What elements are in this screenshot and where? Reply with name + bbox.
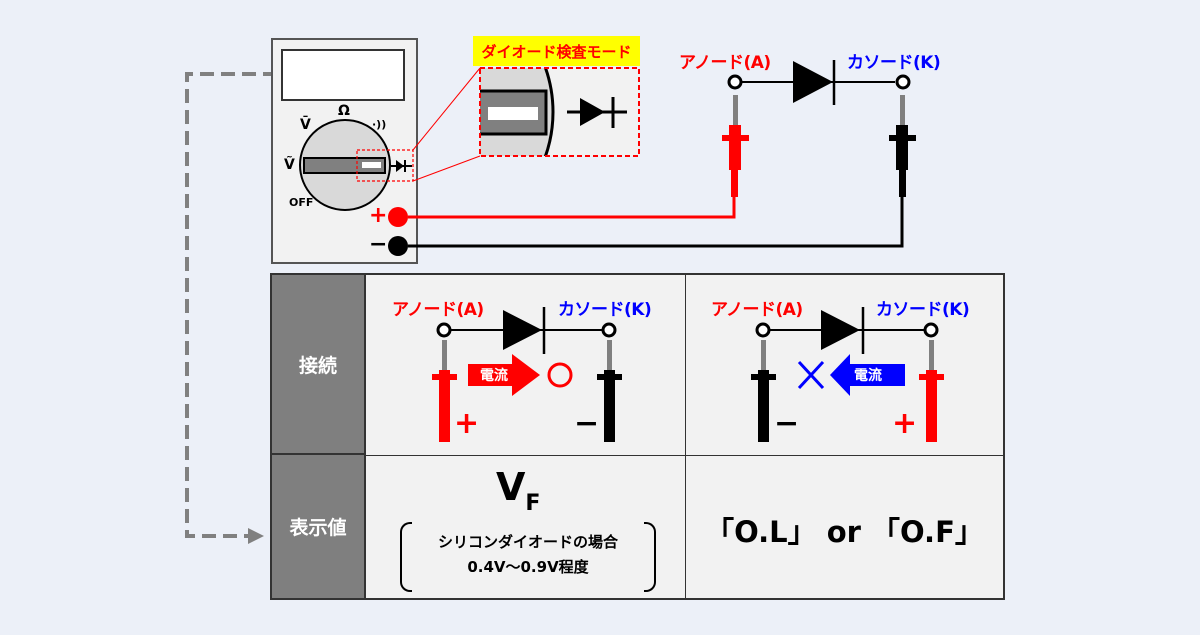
vf-symbol: VF (496, 467, 540, 524)
column-divider (685, 275, 686, 598)
left-paren (400, 522, 412, 592)
fwd-plus-sign: + (454, 406, 480, 441)
overload-display: 「O.L」 or 「O.F」 (705, 515, 984, 549)
diode-mode-icon (391, 160, 412, 172)
continuity-label: ·)) (372, 118, 387, 131)
minus-terminal (388, 236, 408, 256)
ac-volt-label: Ṽ (284, 157, 295, 173)
callout-zoom-box (479, 67, 640, 157)
vf-main: V (496, 465, 526, 509)
callout-line-top (412, 67, 481, 151)
fwd-anode-label: アノード(A) (392, 300, 484, 320)
fwd-cathode-label: カソード(K) (558, 300, 652, 320)
black-lead-wire (408, 197, 904, 248)
diode-mode-title: ダイオード検査モード (473, 36, 640, 66)
red-lead-wire (408, 197, 736, 219)
rev-current-label: 電流 (854, 368, 882, 384)
plus-terminal (388, 207, 408, 227)
current-arrow-right (468, 354, 540, 396)
rev-minus-sign: − (774, 406, 800, 441)
forward-circuit (432, 307, 622, 442)
red-probe (722, 95, 749, 197)
callout-line-bottom (412, 155, 481, 182)
silicon-note-line2: 0.4V～0.9V程度 (467, 558, 589, 576)
dc-volt-label: V̄ (300, 117, 311, 133)
fwd-minus-sign: − (574, 406, 600, 441)
row-divider (366, 455, 1003, 456)
ok-circle-mark (547, 362, 573, 388)
cathode-label: カソード(K) (847, 53, 941, 73)
vf-subscript: F (525, 491, 541, 516)
plus-sign: + (369, 203, 388, 228)
row-header-connection: 接続 (272, 275, 366, 455)
black-probe (889, 95, 916, 197)
ohm-label: Ω (338, 103, 350, 119)
minus-sign: − (369, 232, 388, 257)
rotary-dial[interactable] (299, 119, 391, 211)
result-table: 接続 表示値 アノード(A) カソード(K) 電流 (270, 273, 1005, 600)
rev-anode-label: アノード(A) (711, 300, 803, 320)
top-diode-circuit (727, 60, 911, 105)
reverse-circuit (751, 307, 944, 442)
fwd-current-label: 電流 (480, 368, 508, 384)
rev-plus-sign: + (892, 406, 918, 441)
meter-display (281, 49, 405, 101)
current-arrow-left (830, 354, 905, 396)
multimeter (271, 38, 418, 264)
ng-cross-mark (797, 360, 825, 390)
off-label: OFF (289, 196, 314, 209)
row-header-display: 表示値 (272, 455, 366, 598)
anode-label: アノード(A) (679, 53, 771, 73)
right-paren (644, 522, 656, 592)
rev-cathode-label: カソード(K) (876, 300, 970, 320)
silicon-note-line1: シリコンダイオードの場合 (437, 533, 618, 551)
selection-highlight (356, 149, 414, 182)
dashed-connector-arrow (185, 72, 298, 544)
